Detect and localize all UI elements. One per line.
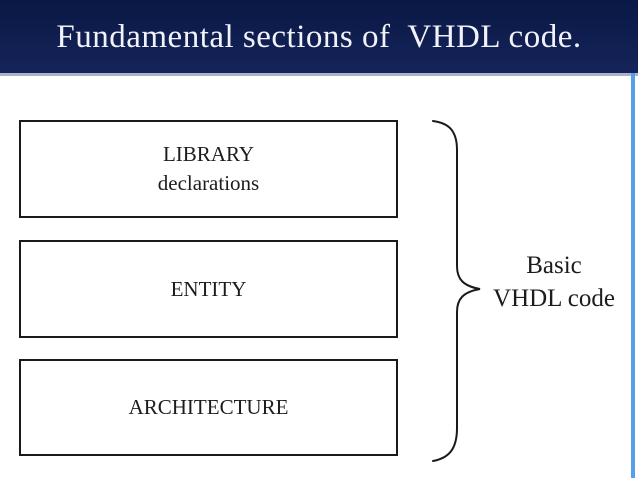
- slide-title: Fundamental sections of VHDL code.: [56, 19, 582, 55]
- diagram-box-library: LIBRARY declarations: [19, 120, 398, 218]
- box-label-line: declarations: [157, 171, 260, 195]
- box-label-line: LIBRARY: [162, 142, 254, 166]
- title-bar-separator: [0, 73, 638, 76]
- box-label-line: ENTITY: [170, 276, 247, 301]
- diagram-box-entity: ENTITY: [19, 240, 398, 338]
- curly-brace-icon: [432, 120, 481, 462]
- title-bar: Fundamental sections of VHDL code.: [0, 0, 638, 73]
- brace-label-line: Basic: [526, 252, 582, 279]
- diagram-box-architecture: ARCHITECTURE: [19, 359, 398, 456]
- right-edge-stripe: [631, 73, 635, 478]
- box-label-line: ARCHITECTURE: [128, 395, 289, 419]
- brace-label: Basic VHDL code: [486, 249, 622, 315]
- brace-label-line: VHDL code: [493, 285, 615, 312]
